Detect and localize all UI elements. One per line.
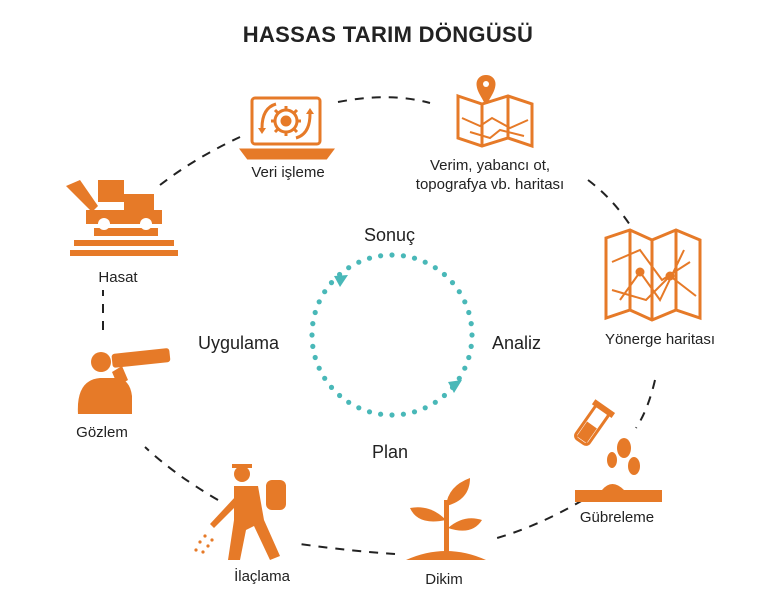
inner-cycle-dots xyxy=(309,252,475,418)
step-label-hasat: Hasat xyxy=(98,269,138,286)
cycle-dot xyxy=(328,280,335,286)
cycle-dot xyxy=(378,411,384,417)
laptop-gear-icon xyxy=(239,96,335,160)
cycle-dot xyxy=(389,252,395,258)
cycle-dot xyxy=(468,321,474,327)
cycle-dot xyxy=(400,253,406,259)
cycle-dot xyxy=(466,309,472,316)
cycle-dot xyxy=(322,289,328,295)
cycle-dot xyxy=(462,365,468,371)
cycle-dot xyxy=(449,280,456,286)
cycle-label-analiz: Analiz xyxy=(492,333,542,353)
cycle-dot xyxy=(346,399,352,405)
cycle-dot xyxy=(422,259,428,265)
cycle-dot xyxy=(468,343,474,349)
cycle-dot xyxy=(366,409,373,415)
cycle-dot xyxy=(422,405,428,411)
cycle-label-sonuc: Sonuç xyxy=(364,225,416,245)
map-pin-icon xyxy=(456,75,534,149)
cycle-label-uygulama: Uygulama xyxy=(198,333,280,353)
cycle-dot xyxy=(441,392,447,399)
cycle-dot xyxy=(378,253,384,259)
fertilizer-icon xyxy=(574,399,662,502)
cycle-label-plan: Plan xyxy=(372,442,409,462)
cycle-dot xyxy=(322,375,328,381)
cycle-arrow-top xyxy=(334,275,348,287)
cycle-dot xyxy=(312,309,318,316)
cycle-dot xyxy=(462,299,468,305)
cycle-dot xyxy=(310,321,316,327)
cycle-dot xyxy=(400,411,406,417)
cycle-dot xyxy=(469,332,475,338)
cycle-arrow-bottom xyxy=(448,380,462,393)
connector-verim-yonerge xyxy=(587,179,631,226)
step-label-gozlem: Gözlem xyxy=(76,424,128,441)
sprayer-person-icon xyxy=(194,464,286,560)
folded-map-icon xyxy=(604,228,702,322)
cycle-dot xyxy=(337,392,343,399)
cycle-dot xyxy=(316,365,322,371)
cycle-dot xyxy=(356,405,362,411)
connector-gubreleme-dikim xyxy=(489,499,584,541)
cycle-dot xyxy=(356,259,362,265)
seedling-icon xyxy=(406,478,486,560)
cycle-dot xyxy=(411,255,418,261)
cycle-dot xyxy=(366,255,373,261)
step-label-veri-isleme: Veri işleme xyxy=(251,164,325,181)
connector-yonerge-gubreleme xyxy=(635,379,656,429)
step-label-ilaclama: İlaçlama xyxy=(234,568,290,585)
step-label-yonerge-haritasi: Yönerge haritası xyxy=(604,331,716,348)
observer-telescope-icon xyxy=(77,348,171,414)
connector-dikim-ilaclama xyxy=(299,543,396,555)
cycle-dot xyxy=(456,375,462,381)
cycle-dot xyxy=(456,289,462,295)
cycle-dot xyxy=(432,399,438,405)
cycle-dot xyxy=(441,271,447,278)
harvester-icon xyxy=(66,180,178,256)
cycle-dot xyxy=(346,265,352,271)
step-label-haritalama: Verim, yabancı ot, topografya vb. harita… xyxy=(415,157,565,193)
cycle-dot xyxy=(389,412,395,418)
cycle-dot xyxy=(316,299,322,305)
cycle-dot xyxy=(309,332,315,338)
step-label-gubreleme: Gübreleme xyxy=(579,509,655,526)
cycle-dot xyxy=(328,384,335,390)
cycle-dot xyxy=(310,343,316,349)
connector-hasat-veri xyxy=(159,136,241,186)
cycle-dot xyxy=(411,409,418,415)
cycle-dot xyxy=(466,354,472,361)
cycle-dot xyxy=(432,265,438,271)
cycle-dot xyxy=(312,354,318,361)
diagram-title: HASSAS TARIM DÖNGÜSÜ xyxy=(242,22,534,47)
step-label-dikim: Dikim xyxy=(425,571,463,588)
